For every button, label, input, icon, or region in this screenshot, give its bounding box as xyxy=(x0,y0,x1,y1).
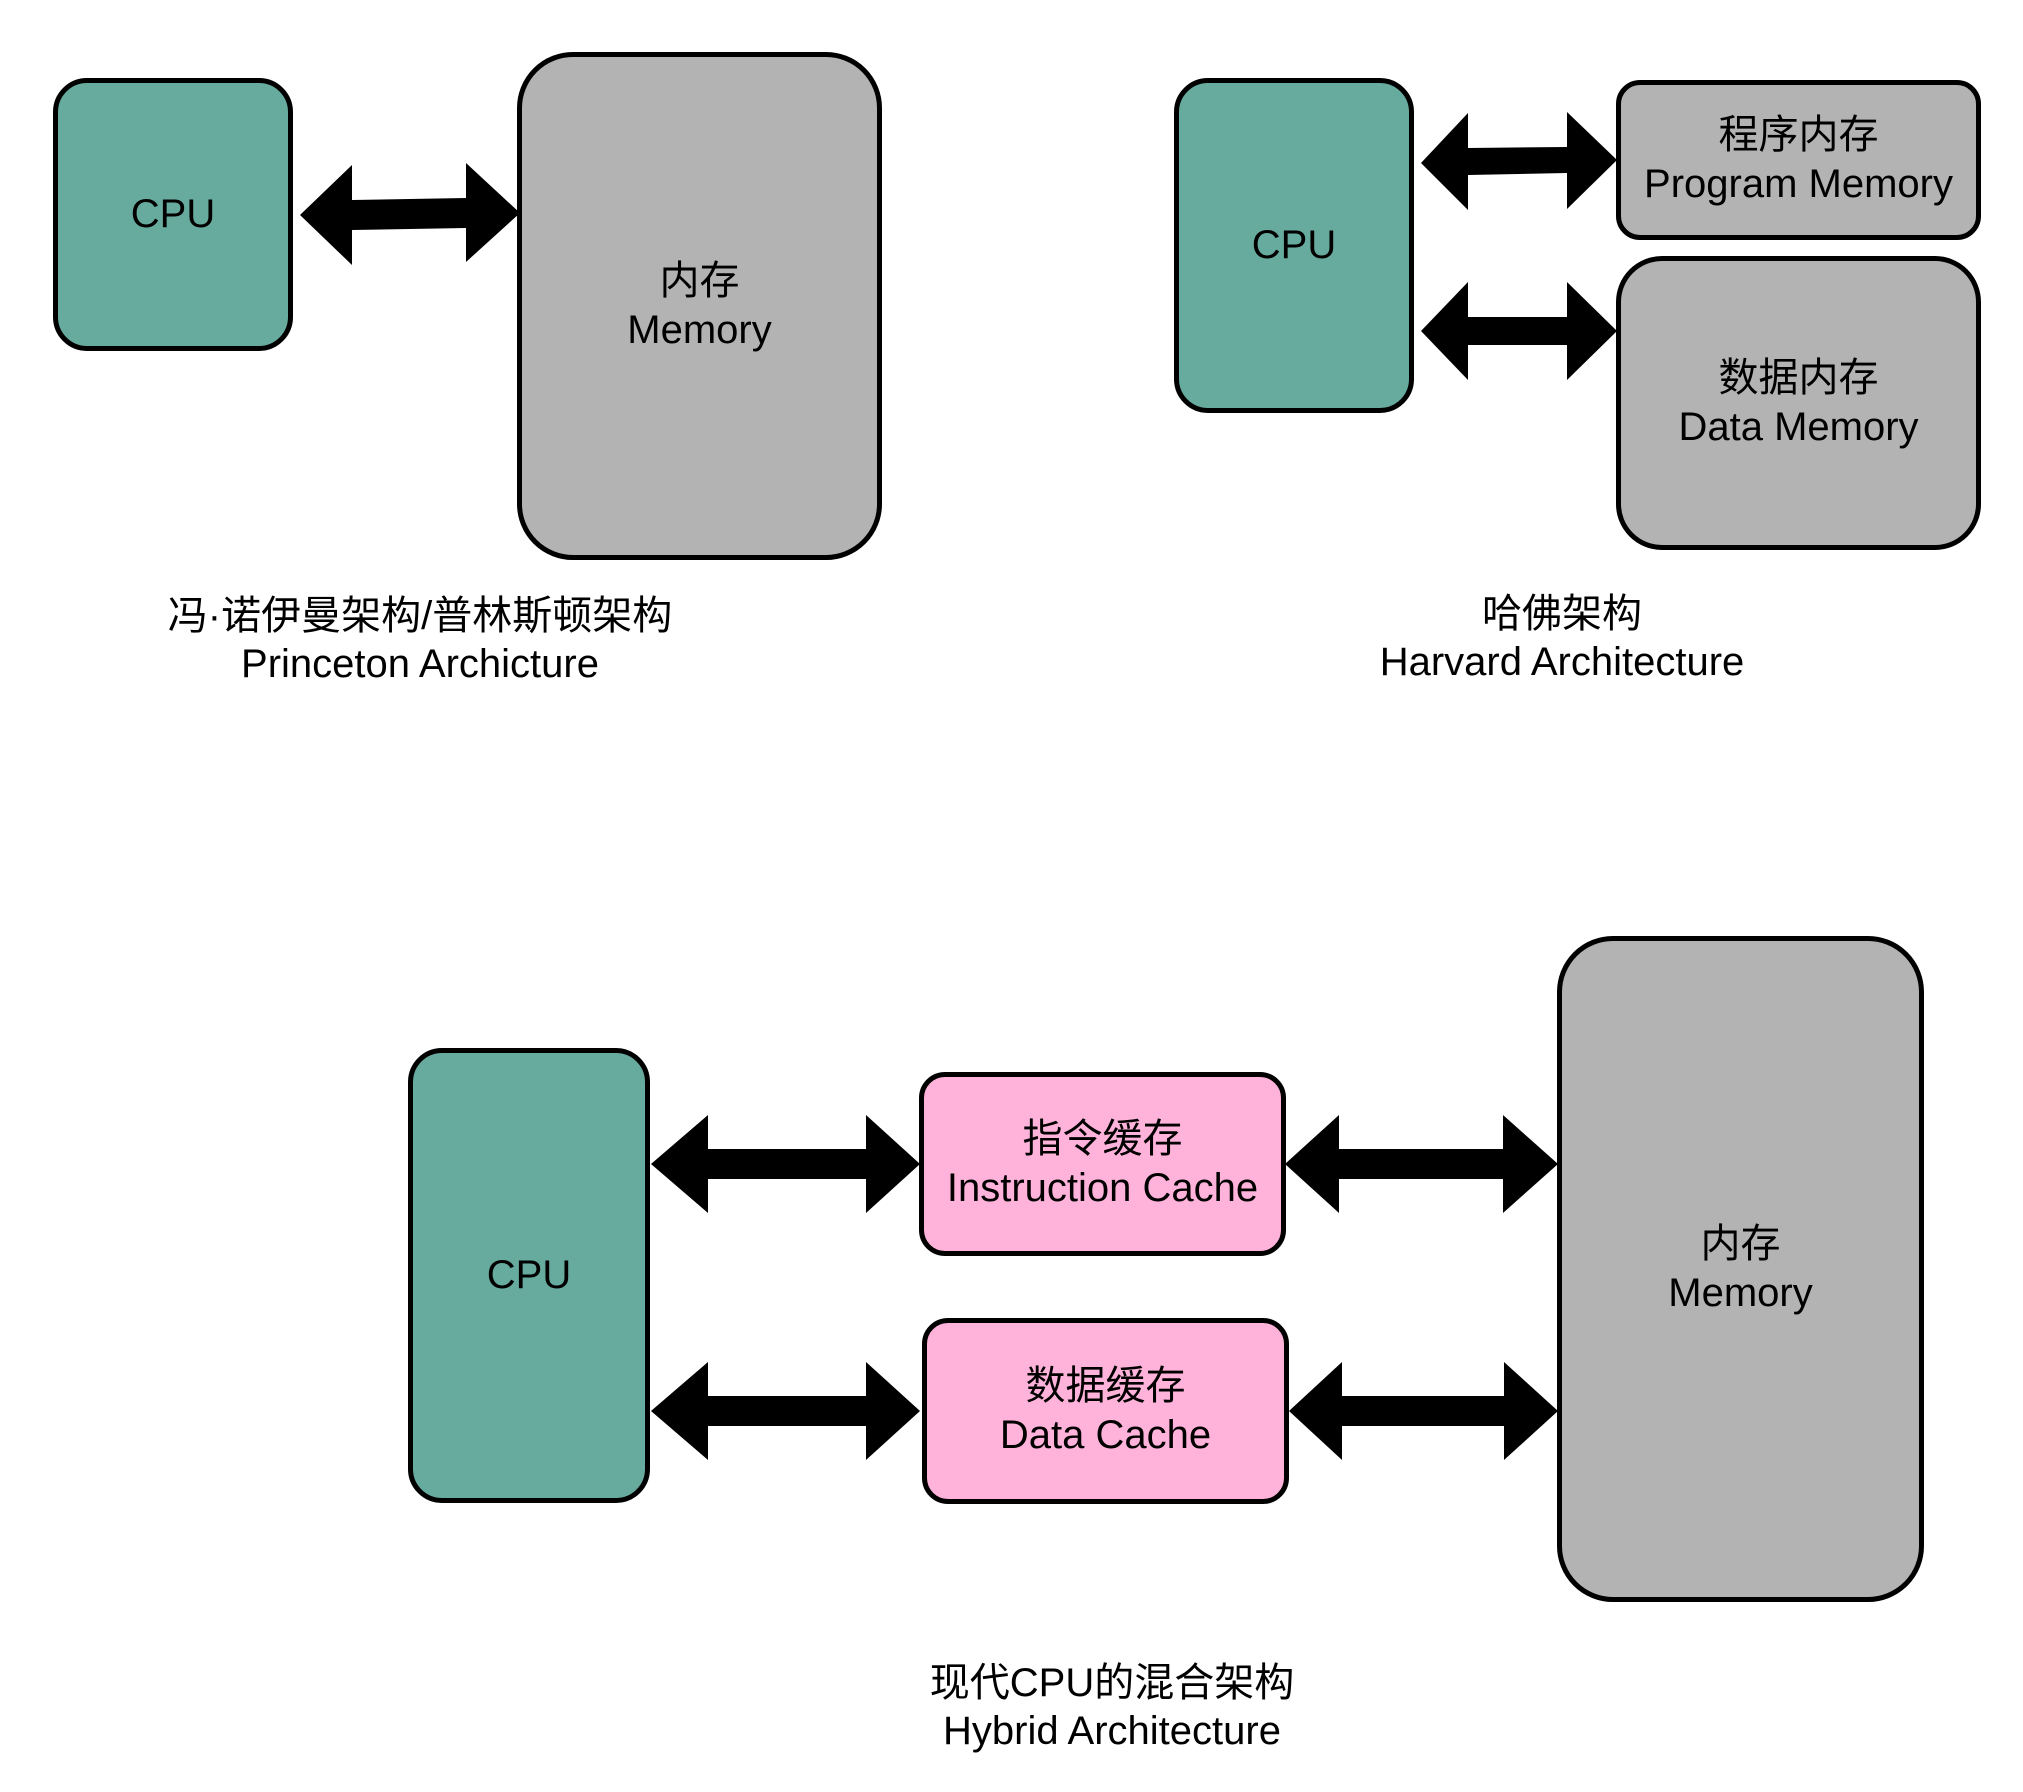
arrow-hybrid-icache-memory xyxy=(1285,1115,1558,1213)
princeton-memory-label-en: Memory xyxy=(627,308,772,352)
hybrid-cpu-label: CPU xyxy=(486,1253,572,1298)
princeton-cpu-label: CPU xyxy=(130,192,216,237)
hybrid-caption: 现代CPU的混合架构 Hybrid Architecture xyxy=(812,1659,1412,1755)
hybrid-data-cache-label-zh: 数据缓存 xyxy=(1025,1364,1186,1409)
harvard-caption: 哈佛架构 Harvard Architecture xyxy=(1312,590,1812,686)
hybrid-memory-label-en: Memory xyxy=(1668,1271,1813,1315)
princeton-caption-zh: 冯·诺伊曼架构/普林斯顿架构 xyxy=(167,594,673,638)
harvard-data-memory-box: 数据内存 Data Memory xyxy=(1616,256,1981,550)
hybrid-instruction-cache-label-en: Instruction Cache xyxy=(946,1166,1259,1210)
arrow-princeton-cpu-memory xyxy=(300,163,520,265)
arrow-harvard-cpu-data xyxy=(1421,282,1617,380)
arrow-hybrid-cpu-dcache xyxy=(651,1362,920,1460)
harvard-cpu-label: CPU xyxy=(1251,223,1337,268)
hybrid-cpu-box: CPU xyxy=(408,1048,650,1503)
hybrid-data-cache-box: 数据缓存 Data Cache xyxy=(922,1318,1289,1504)
harvard-data-memory-label-en: Data Memory xyxy=(1678,405,1919,449)
arrow-hybrid-cpu-icache xyxy=(651,1115,920,1213)
hybrid-memory-box: 内存 Memory xyxy=(1557,936,1924,1602)
harvard-program-memory-box: 程序内存 Program Memory xyxy=(1616,80,1981,240)
hybrid-caption-zh: 现代CPU的混合架构 xyxy=(929,1661,1295,1705)
harvard-program-memory-label-zh: 程序内存 xyxy=(1718,113,1879,158)
hybrid-instruction-cache-label-zh: 指令缓存 xyxy=(1022,1117,1183,1162)
princeton-cpu-box: CPU xyxy=(53,78,293,351)
hybrid-instruction-cache-box: 指令缓存 Instruction Cache xyxy=(919,1072,1286,1256)
princeton-caption-en: Princeton Archicture xyxy=(241,642,599,686)
arrow-group xyxy=(300,112,1617,1460)
harvard-data-memory-label-zh: 数据内存 xyxy=(1718,356,1879,401)
arrow-hybrid-dcache-memory xyxy=(1289,1362,1558,1460)
princeton-memory-label-zh: 内存 xyxy=(659,259,740,304)
princeton-caption: 冯·诺伊曼架构/普林斯顿架构 Princeton Archicture xyxy=(120,592,720,688)
harvard-caption-zh: 哈佛架构 xyxy=(1482,592,1642,636)
arrow-harvard-cpu-program xyxy=(1421,112,1617,210)
harvard-caption-en: Harvard Architecture xyxy=(1379,640,1745,684)
hybrid-caption-en: Hybrid Architecture xyxy=(943,1709,1281,1753)
harvard-cpu-box: CPU xyxy=(1174,78,1414,413)
princeton-memory-box: 内存 Memory xyxy=(517,52,882,560)
harvard-program-memory-label-en: Program Memory xyxy=(1644,162,1953,206)
hybrid-memory-label-zh: 内存 xyxy=(1700,1222,1781,1267)
hybrid-data-cache-label-en: Data Cache xyxy=(999,1413,1212,1457)
